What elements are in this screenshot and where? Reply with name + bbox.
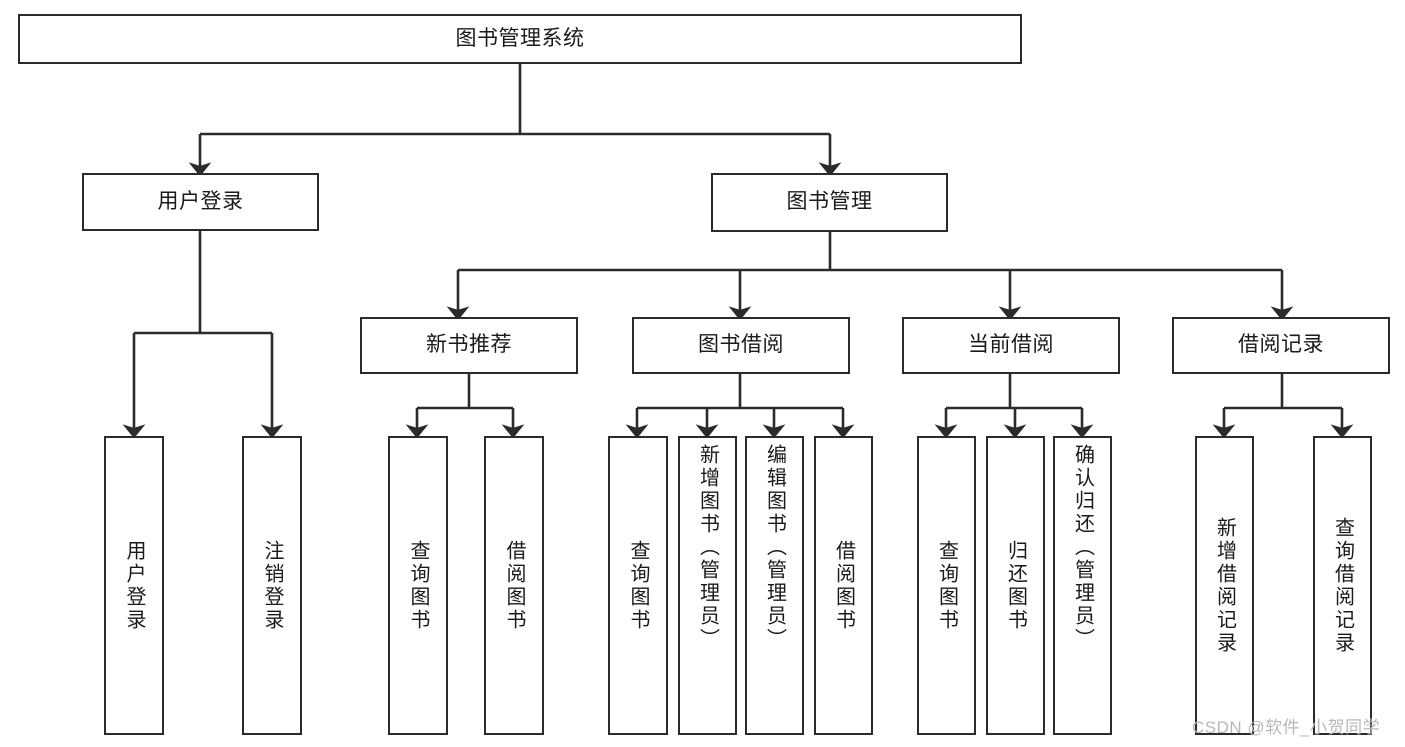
node-leaf-query-record-label: 查询借阅记录 bbox=[1331, 516, 1354, 655]
node-leaf-return-book[interactable]: 归还图书 bbox=[986, 436, 1045, 735]
node-leaf-borrow-book-1-label: 借阅图书 bbox=[503, 539, 525, 632]
node-root[interactable]: 图书管理系统 bbox=[18, 14, 1022, 64]
node-leaf-query-book-1-label: 查询图书 bbox=[407, 539, 429, 632]
node-book-manage-label: 图书管理 bbox=[786, 190, 873, 214]
node-new-book-rec-label: 新书推荐 bbox=[426, 333, 512, 357]
node-leaf-user-login[interactable]: 用户登录 bbox=[104, 436, 164, 735]
node-leaf-user-logout[interactable]: 注销登录 bbox=[242, 436, 302, 735]
node-leaf-edit-book[interactable]: 编辑图书（管理员） bbox=[745, 436, 804, 735]
node-book-manage[interactable]: 图书管理 bbox=[711, 173, 948, 232]
node-current-borrow-label: 当前借阅 bbox=[968, 333, 1054, 357]
watermark: CSDN @软件_小贺同学 bbox=[1192, 718, 1381, 737]
node-leaf-add-record-label: 新增借阅记录 bbox=[1213, 516, 1236, 655]
node-leaf-user-logout-label: 注销登录 bbox=[261, 539, 283, 632]
node-root-label: 图书管理系统 bbox=[455, 26, 585, 50]
node-leaf-confirm-return[interactable]: 确认归还（管理员） bbox=[1053, 436, 1112, 735]
node-leaf-user-login-label: 用户登录 bbox=[123, 539, 145, 632]
node-book-borrow-label: 图书借阅 bbox=[698, 333, 784, 357]
node-leaf-query-book-2[interactable]: 查询图书 bbox=[608, 436, 668, 735]
node-user-login-label: 用户登录 bbox=[157, 189, 244, 213]
node-leaf-borrow-book-2[interactable]: 借阅图书 bbox=[814, 436, 873, 735]
node-book-borrow[interactable]: 图书借阅 bbox=[632, 317, 850, 374]
node-leaf-return-book-label: 归还图书 bbox=[1004, 539, 1027, 632]
node-user-login[interactable]: 用户登录 bbox=[82, 173, 319, 231]
node-borrow-record[interactable]: 借阅记录 bbox=[1172, 317, 1390, 374]
node-leaf-query-book-3[interactable]: 查询图书 bbox=[917, 436, 976, 735]
node-leaf-query-book-1[interactable]: 查询图书 bbox=[388, 436, 448, 735]
node-new-book-rec[interactable]: 新书推荐 bbox=[360, 317, 578, 374]
node-current-borrow[interactable]: 当前借阅 bbox=[902, 317, 1120, 374]
node-leaf-add-record[interactable]: 新增借阅记录 bbox=[1195, 436, 1254, 735]
node-borrow-record-label: 借阅记录 bbox=[1238, 333, 1324, 357]
node-leaf-query-record[interactable]: 查询借阅记录 bbox=[1313, 436, 1372, 735]
node-leaf-confirm-return-label: 确认归还（管理员） bbox=[1071, 444, 1094, 651]
node-leaf-borrow-book-1[interactable]: 借阅图书 bbox=[484, 436, 544, 735]
node-leaf-edit-book-label: 编辑图书（管理员） bbox=[763, 444, 786, 651]
node-leaf-query-book-2-label: 查询图书 bbox=[627, 539, 649, 632]
node-leaf-query-book-3-label: 查询图书 bbox=[935, 539, 958, 632]
node-leaf-add-book-label: 新增图书（管理员） bbox=[696, 444, 719, 651]
node-leaf-borrow-book-2-label: 借阅图书 bbox=[832, 539, 855, 632]
node-leaf-add-book[interactable]: 新增图书（管理员） bbox=[678, 436, 737, 735]
